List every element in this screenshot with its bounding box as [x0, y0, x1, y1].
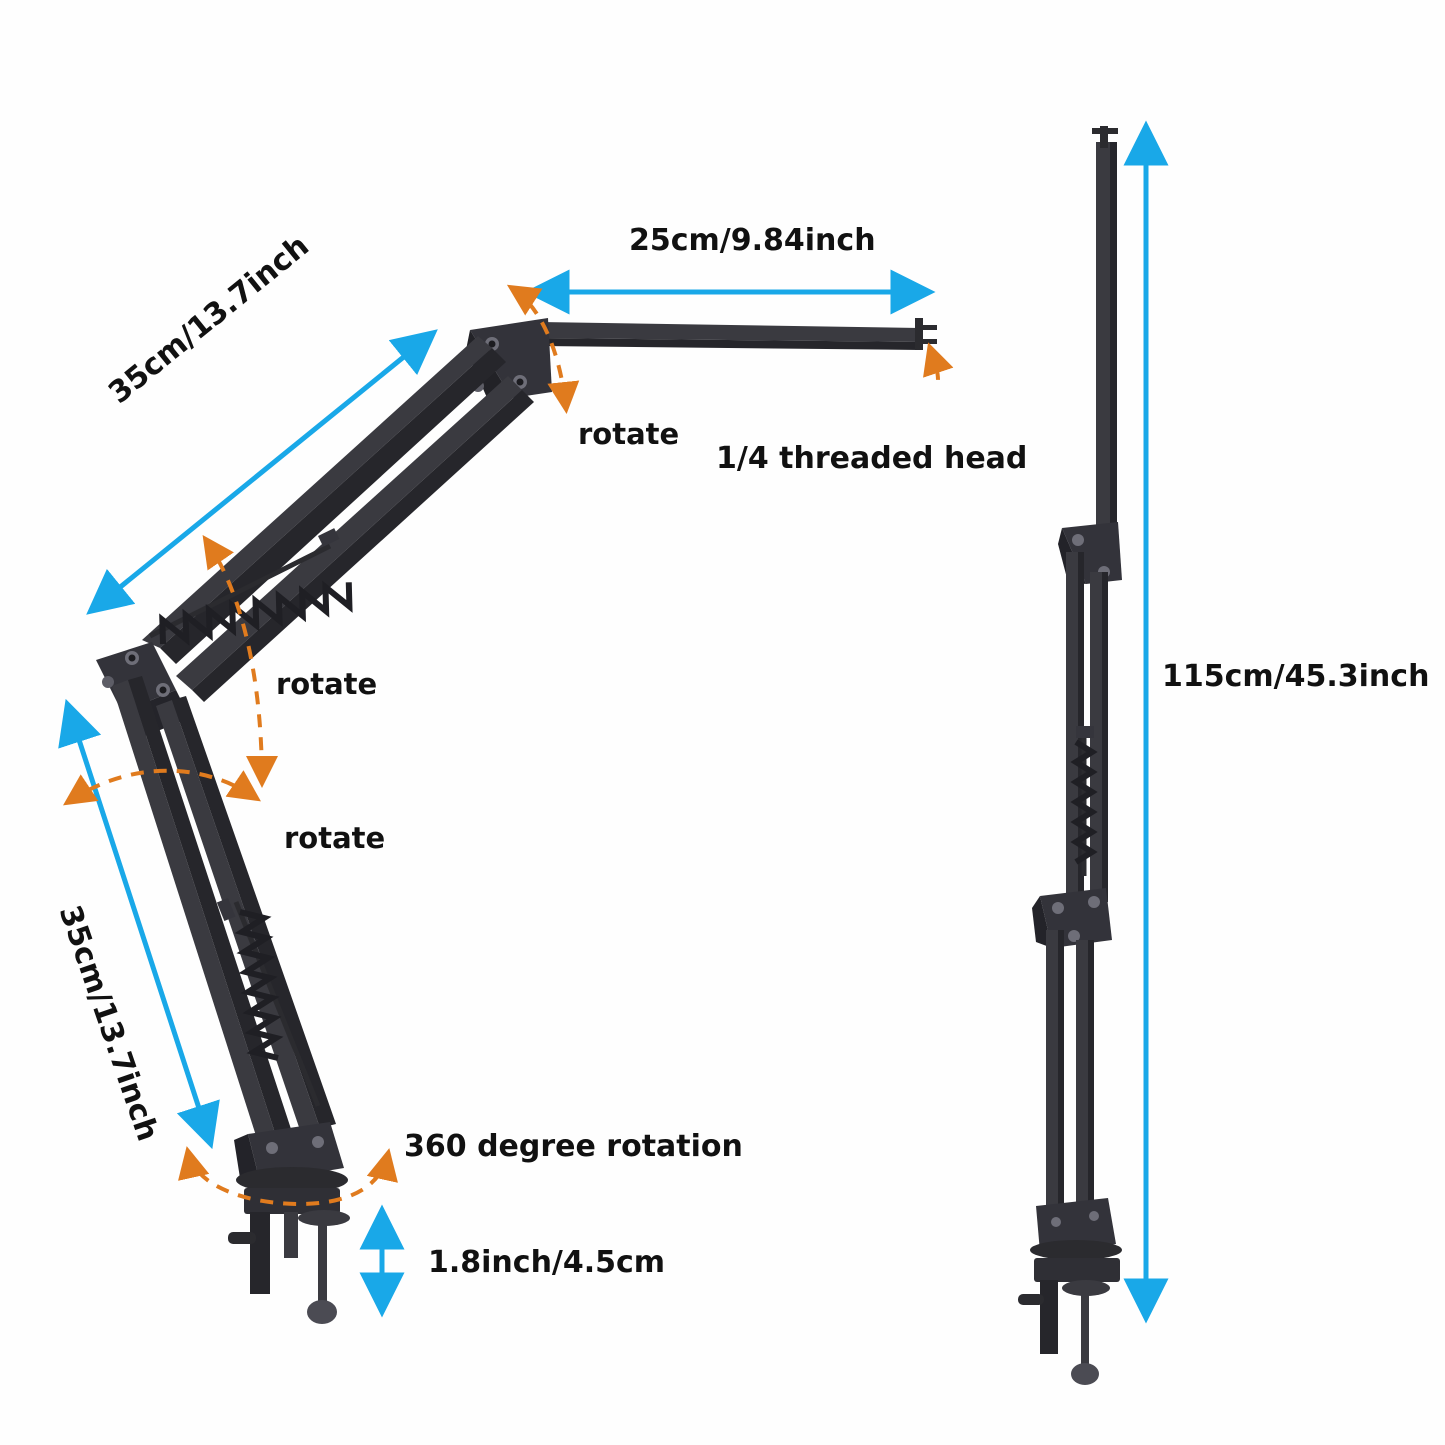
label-clamp-thickness: 1.8inch/4.5cm [428, 1245, 666, 1280]
base-swivel-block [234, 1122, 348, 1193]
label-rotate-lower: rotate [284, 821, 386, 855]
right-top-segment [1092, 126, 1118, 538]
lower-arm-spring [216, 898, 321, 1107]
right-base-block [1030, 1198, 1122, 1260]
label-top-segment: 25cm/9.84inch [629, 223, 876, 258]
lower-arm-rails [112, 676, 336, 1142]
label-threaded-head: 1/4 threaded head [716, 441, 1028, 476]
desk-clamp [228, 1188, 350, 1324]
right-lower-arm [1046, 930, 1094, 1216]
right-upper-arm [1066, 552, 1108, 902]
top-horizontal-segment [540, 318, 937, 350]
rotate-indicators-left [63, 284, 954, 1207]
label-360-rotation: 360 degree rotation [404, 1129, 743, 1164]
label-rotate-top: rotate [578, 417, 680, 451]
label-total-height: 115cm/45.3inch [1162, 659, 1430, 694]
right-middle-joint [1032, 888, 1112, 948]
right-desk-clamp [1018, 1258, 1120, 1385]
left-view-arm [58, 269, 954, 1324]
label-rotate-middle: rotate [276, 667, 378, 701]
right-upper-spring [1070, 726, 1098, 876]
right-view-arm [1018, 120, 1169, 1385]
